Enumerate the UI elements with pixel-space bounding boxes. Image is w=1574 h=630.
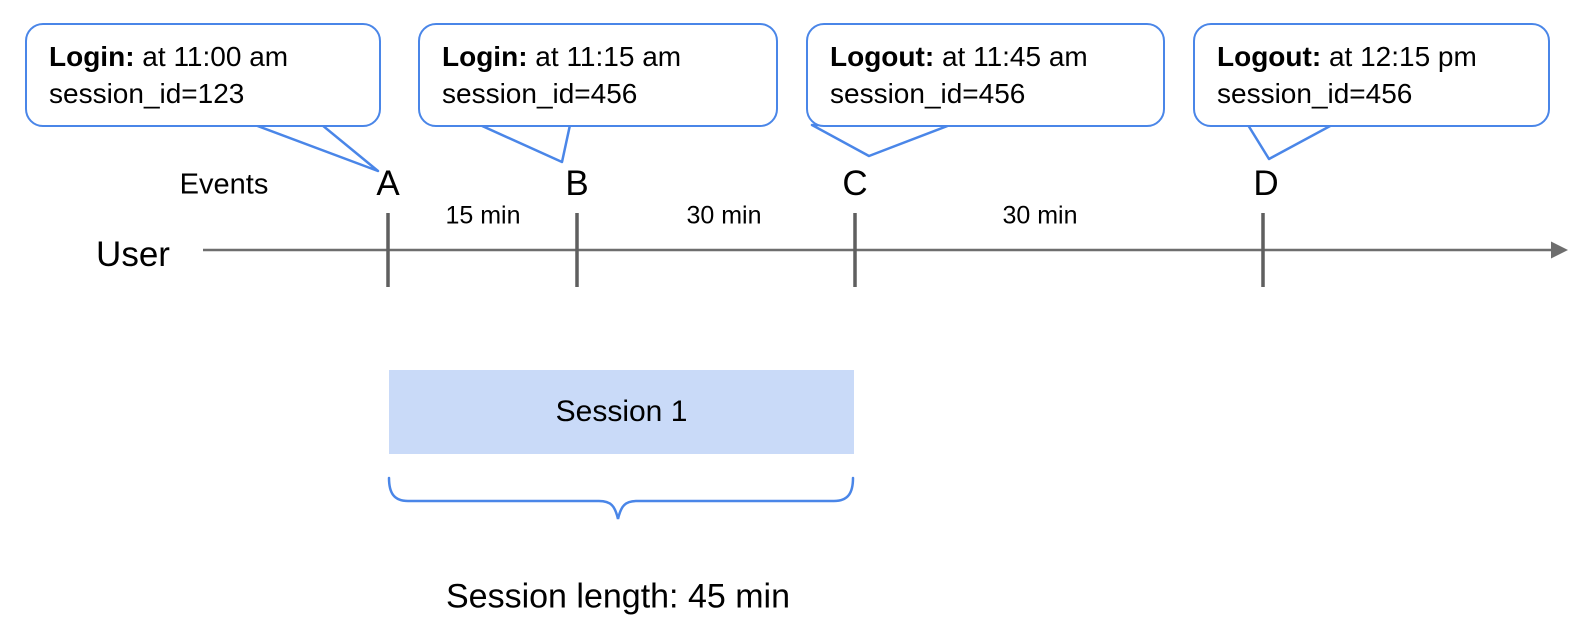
events-label: Events [179, 168, 269, 201]
event-marker-a: A [376, 164, 400, 203]
event-session-id: session_id=456 [1217, 78, 1413, 109]
event-type-label: Logout: [1217, 41, 1322, 72]
event-marker-c: C [842, 164, 868, 203]
callout-tail-c [810, 123, 952, 158]
event-session-id: session_id=123 [49, 78, 245, 109]
callout-line1: Login: at 11:00 am [49, 38, 361, 75]
interval-label-bc: 30 min [686, 201, 762, 230]
session-length-brace [387, 476, 855, 520]
callout-line1: Login: at 11:15 am [442, 38, 758, 75]
callout-tail-a [253, 123, 380, 173]
callout-logout-d: Logout: at 12:15 pm session_id=456 [1193, 23, 1550, 127]
callout-logout-c: Logout: at 11:45 am session_id=456 [806, 23, 1165, 127]
event-type-label: Login: [442, 41, 528, 72]
event-session-id: session_id=456 [442, 78, 638, 109]
event-type-label: Login: [49, 41, 135, 72]
user-axis-label: User [96, 235, 170, 274]
event-time: at 11:45 am [934, 41, 1088, 72]
session-1-bar: Session 1 [389, 370, 854, 454]
timeline-arrowhead-icon [1551, 241, 1568, 259]
callout-tail-d [1246, 123, 1334, 161]
event-time: at 11:00 am [134, 41, 289, 72]
callout-line1: Logout: at 12:15 pm [1217, 38, 1530, 75]
callout-login-b: Login: at 11:15 am session_id=456 [418, 23, 778, 127]
callout-tail-b [478, 123, 572, 164]
event-marker-d: D [1253, 164, 1279, 203]
event-session-id: session_id=456 [830, 78, 1026, 109]
session-1-label: Session 1 [555, 395, 688, 428]
interval-label-ab: 15 min [445, 201, 521, 230]
interval-label-cd: 30 min [1002, 201, 1078, 230]
callout-line1: Logout: at 11:45 am [830, 38, 1145, 75]
callout-login-a: Login: at 11:00 am session_id=123 [25, 23, 381, 127]
session-length-label: Session length: 45 min [446, 577, 790, 616]
event-type-label: Logout: [830, 41, 935, 72]
event-marker-b: B [565, 164, 589, 203]
event-time: at 12:15 pm [1321, 41, 1477, 72]
event-time: at 11:15 am [527, 41, 682, 72]
